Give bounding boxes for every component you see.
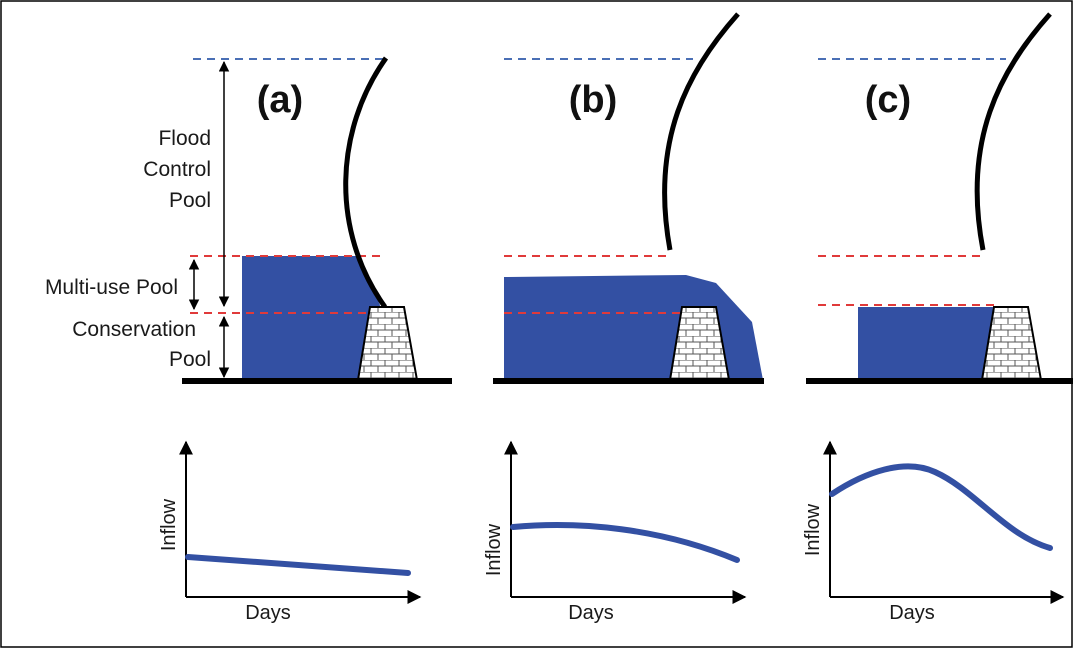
- inflow-graph-b: Inflow Days: [483, 440, 747, 624]
- dam-face-curve: [662, 12, 740, 251]
- panel-a: (a) Flood Control Pool Multi-use Pool Co…: [45, 56, 452, 384]
- inflow-graph-c: Inflow Days: [802, 440, 1065, 624]
- dam-face-curve: [343, 56, 389, 309]
- conservation-label-line-1: Conservation: [72, 318, 196, 341]
- inflow-curve: [185, 554, 411, 576]
- y-axis-label: Inflow: [802, 503, 824, 556]
- y-axis-label: Inflow: [158, 498, 180, 551]
- y-axis-label: Inflow: [483, 523, 505, 576]
- panel-label-a: (a): [257, 79, 303, 121]
- x-axis-label: Days: [245, 602, 291, 624]
- multi-use-pool-label: Multi-use Pool: [45, 276, 178, 299]
- dam-face-curve: [974, 12, 1052, 251]
- panel-b: (b): [493, 12, 764, 384]
- reservoir-water: [858, 307, 993, 380]
- inflow-graph-a: Inflow Days: [158, 440, 422, 624]
- inflow-curve: [829, 463, 1053, 551]
- flood-control-label-line-3: Pool: [169, 189, 211, 212]
- panel-label-b: (b): [569, 79, 618, 121]
- flood-control-label-line-2: Control: [143, 158, 211, 181]
- inflow-curve: [510, 522, 740, 563]
- panel-c: (c): [806, 12, 1073, 384]
- flood-control-label-line-1: Flood: [158, 127, 211, 150]
- reservoir-water: [242, 256, 380, 380]
- conservation-label-line-2: Pool: [169, 348, 211, 371]
- x-axis-label: Days: [889, 602, 935, 624]
- panel-label-c: (c): [865, 79, 911, 121]
- x-axis-label: Days: [568, 602, 614, 624]
